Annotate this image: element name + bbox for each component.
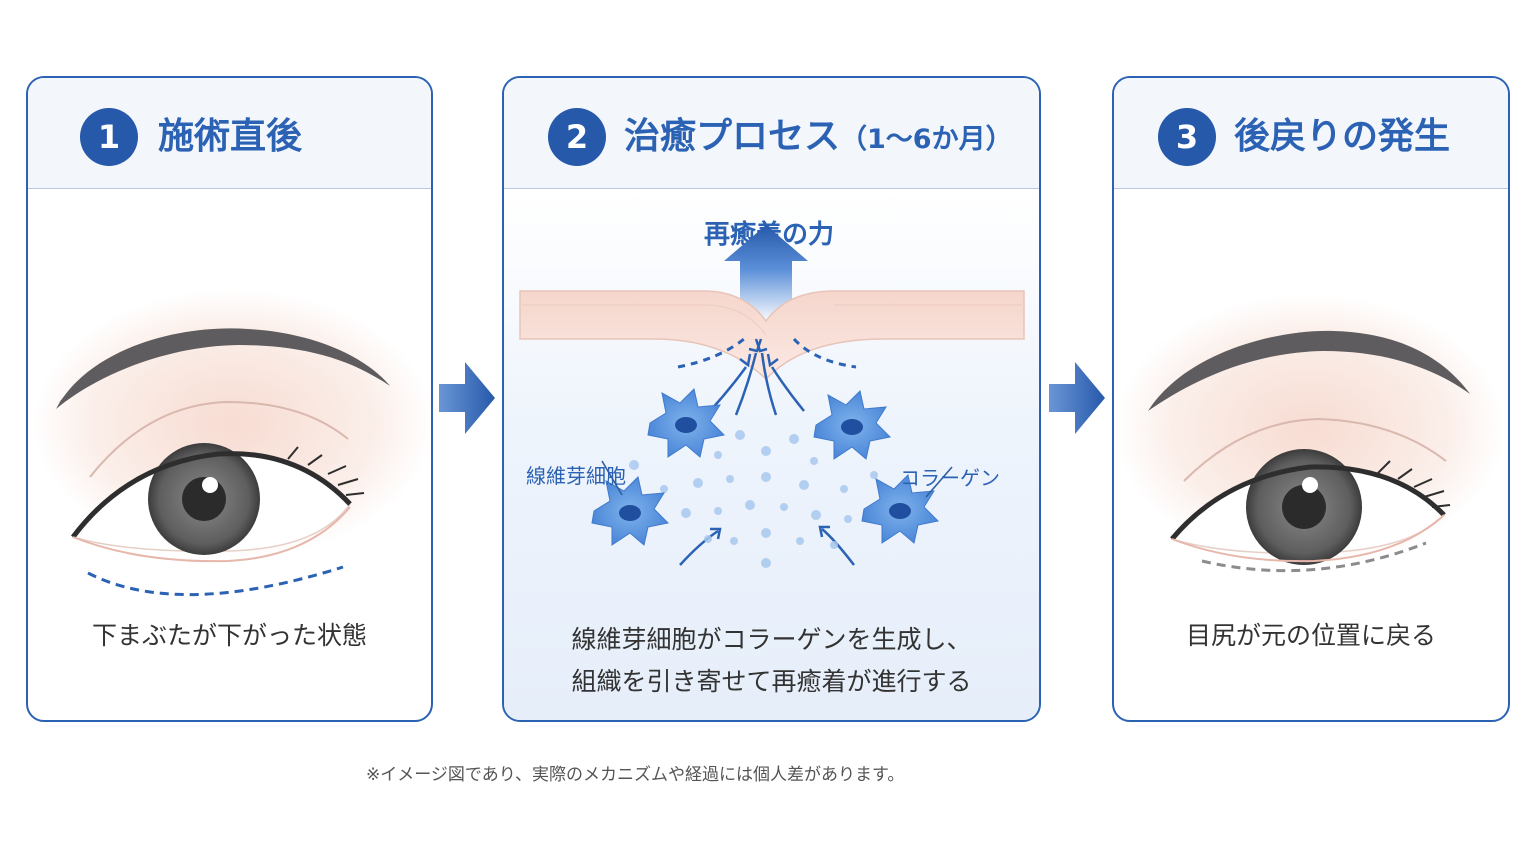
skin-tissue-band <box>519 290 1025 381</box>
step-3-header: 3 後戻りの発生 <box>1114 78 1508 189</box>
step-2-caption-line-2: 組織を引き寄せて再癒着が進行する <box>571 667 972 696</box>
step-3-title: 後戻りの発生 <box>1234 116 1451 157</box>
flow-arrow-right-icon-2 <box>1049 362 1105 434</box>
healing-process-illustration <box>519 225 1025 568</box>
step-2-title: 治癒プロセス <box>624 116 841 157</box>
eyebrow <box>56 328 390 409</box>
eye-illustration-before <box>33 289 430 597</box>
step-1-title: 施術直後 <box>158 116 303 157</box>
eyelid-position-dashed-line <box>1201 541 1427 573</box>
step-1-header: 1 施術直後 <box>28 78 431 189</box>
step-2-caption-line-1: 線維芽細胞がコラーゲンを生成し、 <box>571 625 972 654</box>
step-3-number-badge: 3 <box>1158 108 1216 166</box>
footnote: ※イメージ図であり、実際のメカニズムや経過には個人差があります。 <box>366 765 905 785</box>
collagen-label: コラーゲン <box>900 466 1000 490</box>
step-1-number-badge: 1 <box>80 108 138 166</box>
step-1-caption: 下まぶたが下がった状態 <box>91 621 367 650</box>
upward-force-arrow-icon <box>724 225 808 323</box>
eyebrow <box>1148 330 1470 411</box>
step-1-panel: 1 施術直後 下まぶたが下がった状態 <box>26 76 433 722</box>
fibroblast-label: 線維芽細胞 <box>526 464 626 488</box>
step-3-caption: 目尻が元の位置に戻る <box>1185 621 1436 650</box>
step-2-panel: 2 治癒プロセス（1〜6か月） 再癒着の力 <box>502 76 1041 722</box>
step-2-title-sub: （1〜6か月） <box>840 124 1013 155</box>
step-3-panel: 3 後戻りの発生 目尻が元の位置に戻る <box>1112 76 1510 722</box>
step-2-header: 2 治癒プロセス（1〜6か月） <box>504 78 1039 189</box>
lower-eyelid-dashed-line <box>87 565 344 597</box>
collagen-particles <box>629 430 878 568</box>
flow-arrow-right-icon <box>439 362 495 434</box>
eye-illustration-after <box>1115 294 1505 573</box>
step-2-number-badge: 2 <box>548 108 606 166</box>
fibroblast-cells <box>591 388 940 546</box>
